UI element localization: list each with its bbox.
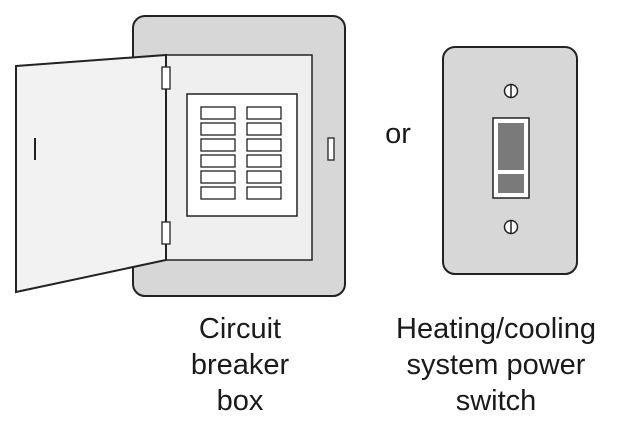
breaker-switch-icon <box>246 154 282 168</box>
breaker-caption-line: box <box>216 385 264 417</box>
power-switch-caption: Heating/cooling system power switch <box>372 311 620 419</box>
switch-caption-line: switch <box>455 385 537 417</box>
or-label: or <box>385 118 411 150</box>
switch-caption-line: system power <box>406 349 586 381</box>
breaker-box-latch <box>327 137 335 161</box>
breaker-switch-icon <box>200 186 236 200</box>
breaker-switch-icon <box>200 138 236 152</box>
hinge-icon <box>161 66 171 90</box>
breaker-switch-icon <box>200 106 236 120</box>
switch-caption-line: Heating/cooling <box>396 313 596 345</box>
switch-toggle-lower <box>498 174 524 193</box>
breaker-switch-icon <box>200 154 236 168</box>
screw-icon <box>503 83 519 99</box>
breaker-switch-icon <box>200 122 236 136</box>
breaker-switch-icon <box>246 186 282 200</box>
breaker-switch-icon <box>200 170 236 184</box>
breaker-switch-icon <box>246 106 282 120</box>
breaker-box-icon <box>15 15 346 297</box>
breaker-switch-icon <box>246 170 282 184</box>
breaker-caption-line: breaker <box>190 349 290 381</box>
breaker-box-door <box>15 53 167 294</box>
breaker-switches <box>200 106 282 200</box>
switch-toggle-upper <box>498 123 524 170</box>
wall-switch-icon <box>442 46 578 275</box>
hinge-icon <box>161 221 171 245</box>
screw-icon <box>503 219 519 235</box>
breaker-switch-icon <box>246 122 282 136</box>
breaker-box-caption: Circuit breaker box <box>150 311 330 419</box>
breaker-caption-line: Circuit <box>198 313 282 345</box>
breaker-switch-icon <box>246 138 282 152</box>
